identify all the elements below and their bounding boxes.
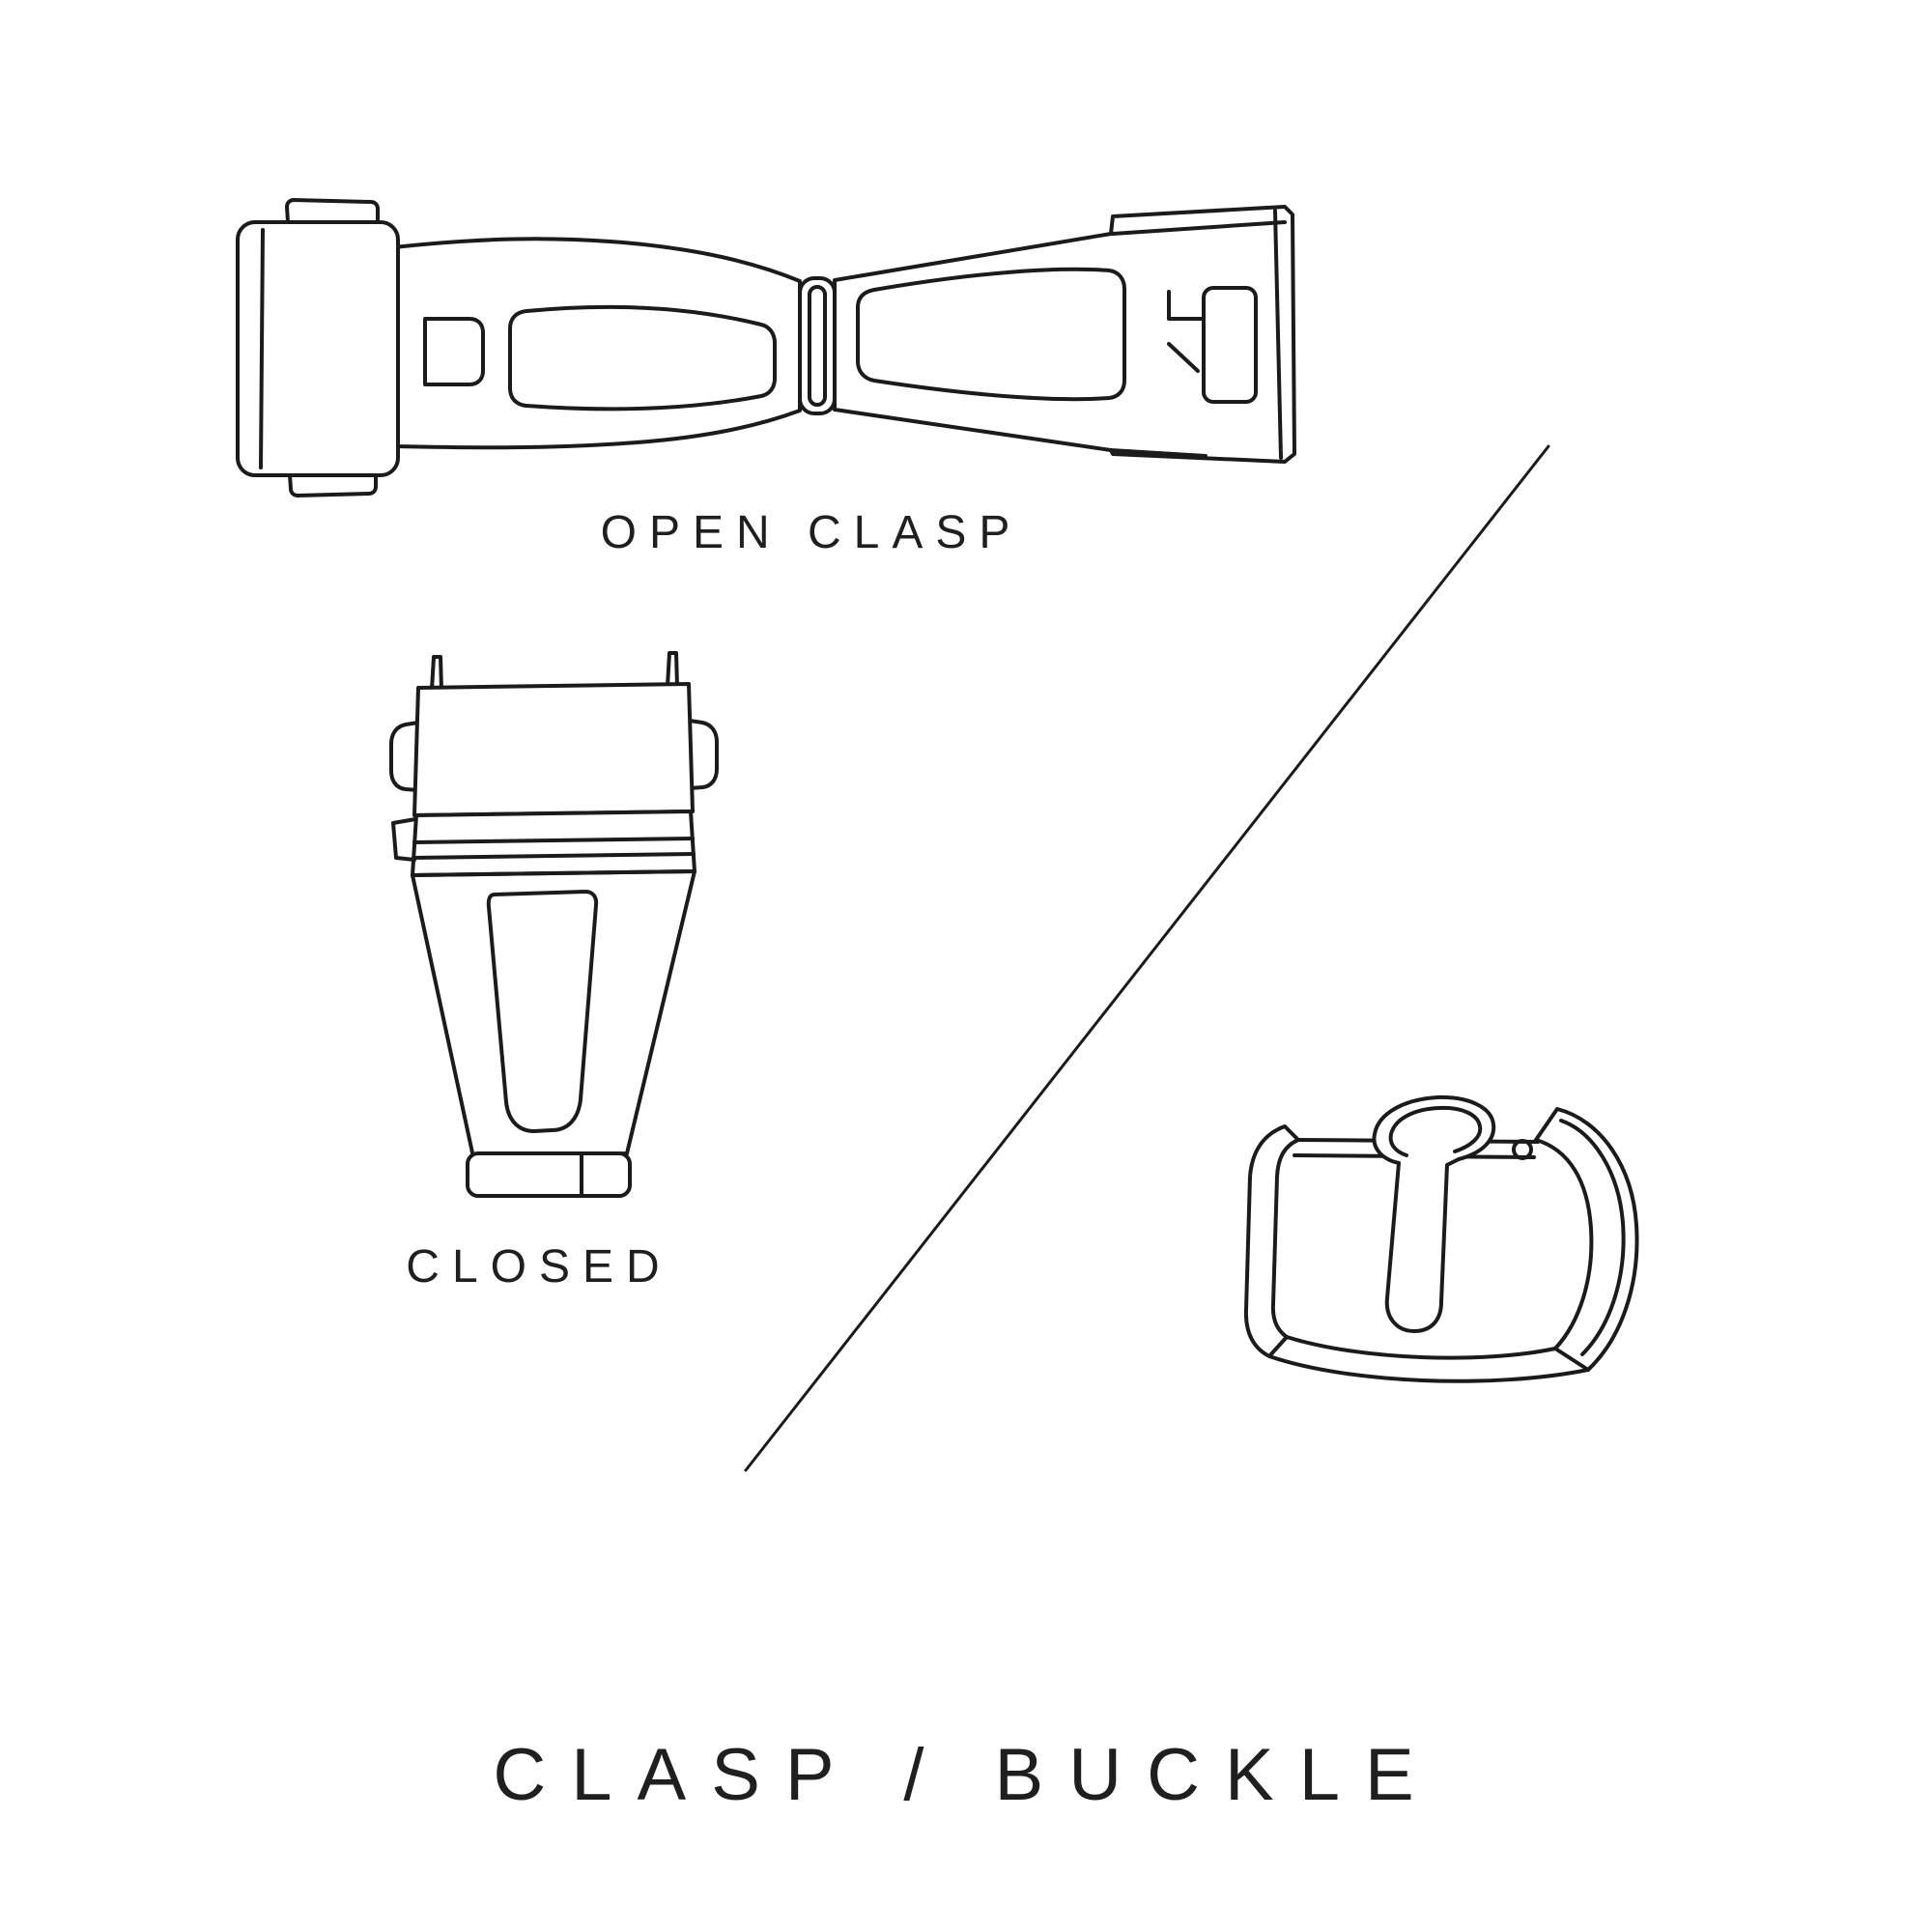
buckle-illustration xyxy=(1243,1094,1639,1383)
page-title: CLASP / BUCKLE xyxy=(493,1734,1439,1816)
open-clasp-label: OPEN CLASP xyxy=(600,507,1023,558)
open-clasp-illustration xyxy=(236,198,1296,497)
closed-clasp-illustration xyxy=(389,651,719,1198)
closed-label: CLOSED xyxy=(406,1241,672,1293)
divider-line xyxy=(744,444,1550,1472)
